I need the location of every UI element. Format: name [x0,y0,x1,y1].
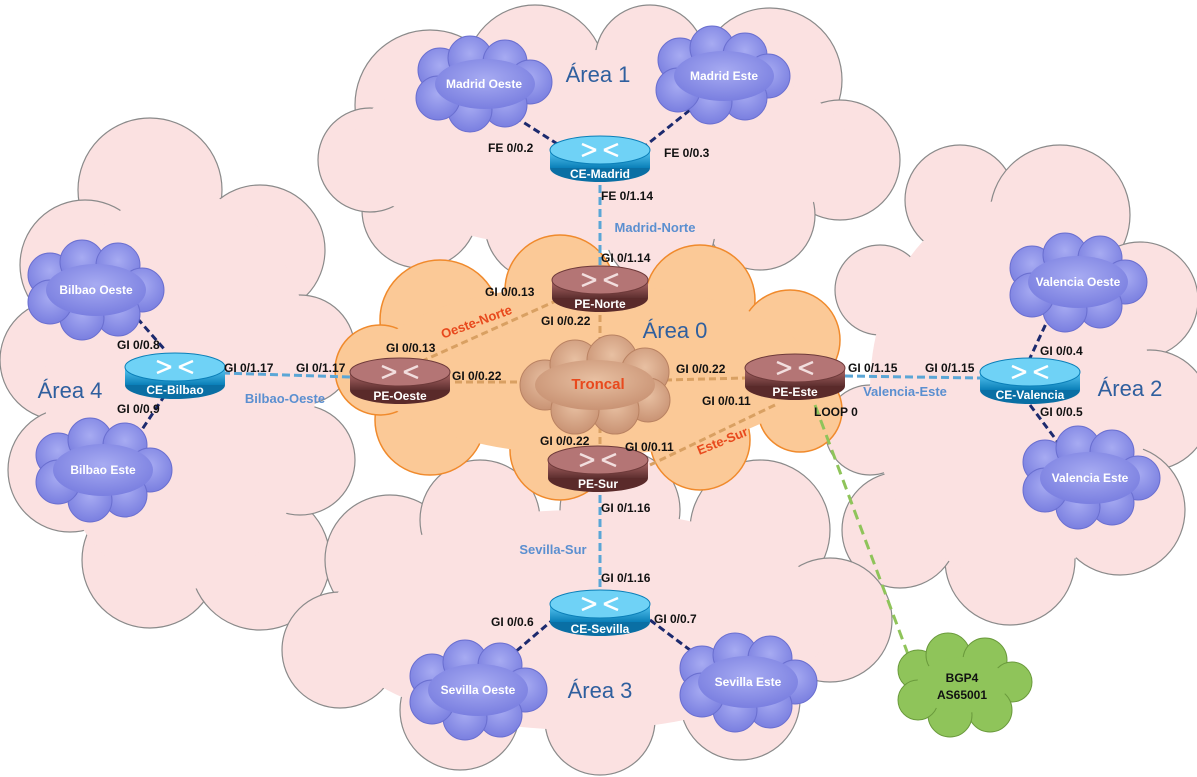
router-ce-valencia[interactable]: CE-Valencia [979,357,1081,404]
site-cloud-sevilla-oeste: Sevilla Oeste [409,639,548,741]
iface-pe-este-gi022: GI 0/0.22 [676,362,726,376]
router-arrows-icon [1011,364,1049,380]
iface-ce-madrid-fe02: FE 0/0.2 [488,141,534,155]
router-arrows-icon [156,359,194,375]
interface-labels: FE 0/0.2 FE 0/0.3 FE 0/1.14 GI 0/1.14 GI… [117,141,1083,629]
link-label-valencia-este: Valencia-Este [863,384,947,399]
site-label-bilbao-este: Bilbao Este [70,463,136,477]
iface-ce-valencia-gi04: GI 0/0.4 [1040,344,1083,358]
router-label-ce-sevilla: CE-Sevilla [571,622,630,636]
iface-ce-madrid-fe03: FE 0/0.3 [664,146,710,160]
site-cloud-sevilla-este: Sevilla Este [679,632,818,733]
iface-pe-sur-gi022: GI 0/0.22 [540,434,590,448]
area-label-3: Área 3 [568,678,633,703]
site-cloud-valencia-oeste: Valencia Oeste [1009,232,1148,333]
iface-ce-sevilla-gi06: GI 0/0.6 [491,615,534,629]
iface-pe-este-gi115: GI 0/1.15 [848,361,898,375]
area-label-2: Área 2 [1098,376,1163,401]
iface-ce-bilbao-gi08: GI 0/0.8 [117,338,160,352]
site-label-bilbao-oeste: Bilbao Oeste [59,283,133,297]
iface-ce-bilbao-gi117: GI 0/1.17 [224,361,274,375]
iface-ce-bilbao-gi09: GI 0/0.9 [117,402,160,416]
router-label-pe-sur: PE-Sur [578,477,618,491]
site-label-sevilla-oeste: Sevilla Oeste [441,683,516,697]
link-label-sevilla-sur: Sevilla-Sur [519,542,586,557]
iface-pe-este-loop0: LOOP 0 [814,405,858,419]
router-arrows-icon [581,272,619,288]
router-label-pe-norte: PE-Norte [574,297,626,311]
site-cloud-valencia-este: Valencia Este [1022,425,1161,530]
router-ce-sevilla[interactable]: CE-Sevilla [549,589,651,636]
router-label-pe-este: PE-Este [772,385,818,399]
iface-pe-norte-gi022: GI 0/0.22 [541,314,591,328]
area-label-4: Área 4 [38,378,103,403]
site-label-valencia-oeste: Valencia Oeste [1036,275,1121,289]
iface-pe-oeste-gi013: GI 0/0.13 [386,341,436,355]
router-ce-bilbao[interactable]: CE-Bilbao [124,352,226,399]
bgp-line2: AS65001 [937,688,987,702]
link-label-bilbao-oeste: Bilbao-Oeste [245,391,325,406]
router-arrows-icon [581,142,619,158]
site-label-sevilla-este: Sevilla Este [715,675,782,689]
iface-pe-oeste-gi022: GI 0/0.22 [452,369,502,383]
link-label-madrid-norte: Madrid-Norte [615,220,696,235]
router-pe-este[interactable]: PE-Este [744,353,846,400]
iface-pe-sur-gi011: GI 0/0.11 [625,440,674,454]
iface-pe-oeste-gi117: GI 0/1.17 [296,361,346,375]
router-label-ce-valencia: CE-Valencia [996,388,1065,402]
router-label-ce-madrid: CE-Madrid [570,167,630,181]
router-arrows-icon [381,364,419,380]
site-cloud-bilbao-oeste: Bilbao Oeste [27,239,165,341]
router-arrows-icon [579,452,617,468]
router-label-pe-oeste: PE-Oeste [373,389,427,403]
router-ce-madrid[interactable]: CE-Madrid [549,135,651,182]
area-label-1: Área 1 [566,62,631,87]
iface-ce-madrid-fe114: FE 0/1.14 [601,189,653,203]
core-label: Troncal [571,376,624,393]
iface-pe-norte-gi013: GI 0/0.13 [485,285,535,299]
site-label-madrid-oeste: Madrid Oeste [446,77,522,91]
router-pe-oeste[interactable]: PE-Oeste [349,357,451,404]
router-pe-norte[interactable]: PE-Norte [551,265,649,312]
iface-ce-sevilla-gi116: GI 0/1.16 [601,571,651,585]
area-label-0: Área 0 [643,318,708,343]
iface-pe-este-gi011: GI 0/0.11 [702,394,751,408]
iface-pe-norte-gi114: GI 0/1.14 [601,251,651,265]
site-label-valencia-este: Valencia Este [1052,471,1129,485]
router-pe-sur[interactable]: PE-Sur [547,445,649,492]
iface-ce-valencia-gi115: GI 0/1.15 [925,361,975,375]
iface-pe-sur-gi116: GI 0/1.16 [601,501,651,515]
bgp-cloud: BGP4 AS65001 [897,632,1033,738]
router-label-ce-bilbao: CE-Bilbao [146,383,203,397]
bgp-line1: BGP4 [946,671,979,685]
site-cloud-madrid-oeste: Madrid Oeste [415,35,553,133]
site-cloud-bilbao-este: Bilbao Este [35,417,173,523]
router-arrows-icon [776,360,814,376]
site-cloud-madrid-este: Madrid Este [655,25,791,125]
iface-ce-sevilla-gi07: GI 0/0.7 [654,612,697,626]
iface-ce-valencia-gi05: GI 0/0.5 [1040,405,1083,419]
core-cloud [519,334,671,435]
site-label-madrid-este: Madrid Este [690,69,758,83]
router-arrows-icon [581,596,619,612]
